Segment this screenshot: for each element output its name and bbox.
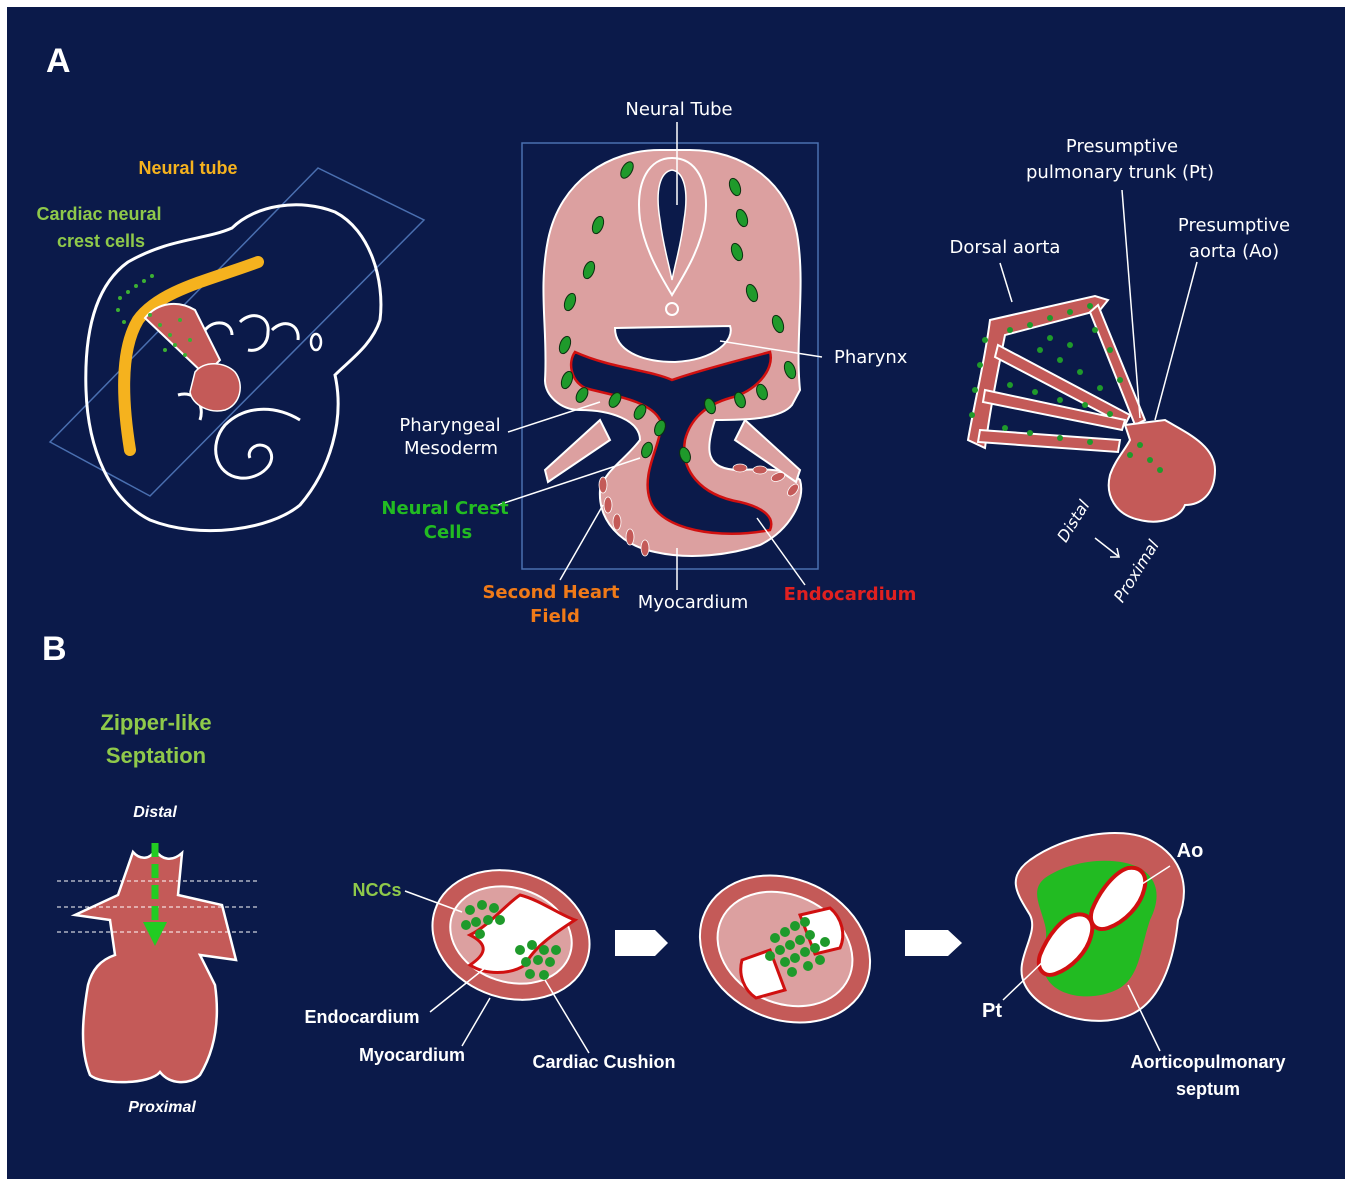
zipper-distal-label: Distal: [133, 804, 177, 821]
cs3-ap-label-1: Aorticopulmonary: [1130, 1052, 1285, 1072]
section-endocardium-label: Endocardium: [784, 584, 917, 605]
embryo-diagram: Neural tube Cardiac neural crest cells: [36, 158, 424, 531]
progression-arrow-1: [615, 930, 668, 956]
section-ncc-label-1: Neural Crest: [381, 498, 509, 519]
embryo-tail: [216, 409, 300, 478]
embryo-neural-tube-label: Neural tube: [138, 158, 237, 178]
arch-dorsal-aorta-label: Dorsal aorta: [950, 237, 1061, 258]
arch-vessel-3: [978, 430, 1120, 452]
cross-section-3: Ao Pt Aorticopulmonary septum: [982, 833, 1286, 1099]
section-ncc-label-2: Cells: [424, 522, 472, 543]
cs-cardiac-cushion-label: Cardiac Cushion: [532, 1052, 675, 1072]
cs3-ao-label: Ao: [1177, 840, 1204, 862]
cs-myocardium-label: Myocardium: [359, 1045, 465, 1065]
arch-distal-label: Distal: [1053, 496, 1094, 545]
arch-proximal-label: Proximal: [1110, 536, 1163, 606]
section-shf-label-1: Second Heart: [482, 582, 619, 603]
embryo-cncc-label-2: crest cells: [57, 231, 145, 251]
section-myocardium-label: Myocardium: [638, 592, 749, 613]
zipper-diagram: Zipper-like Septation Distal Proximal: [57, 710, 259, 1116]
outflow-tract-shape: [75, 850, 236, 1082]
arch-ao-label-1: Presumptive: [1178, 215, 1290, 236]
section-left-flap: [545, 420, 610, 482]
panel-a-letter: A: [46, 42, 71, 80]
distal-proximal-arrow: [1095, 538, 1118, 556]
arch-ao-label-2: aorta (Ao): [1189, 241, 1279, 262]
panel-b-letter: B: [42, 630, 67, 668]
section-diagram: Neural Tube Pharynx Pharyngeal Mesoderm …: [381, 99, 916, 627]
notochord: [666, 303, 678, 315]
zipper-title-1: Zipper-like: [100, 710, 211, 735]
zipper-proximal-label: Proximal: [128, 1099, 196, 1116]
otic-vesicle: [311, 334, 321, 350]
cs3-ap-label-2: septum: [1176, 1079, 1240, 1099]
nccs-label: NCCs: [352, 880, 401, 900]
zipper-title-2: Septation: [106, 743, 206, 768]
arch-pt-label-2: pulmonary trunk (Pt): [1026, 162, 1214, 183]
section-shf-label-2: Field: [530, 606, 580, 627]
progression-arrow-2: [905, 930, 962, 956]
arch-arteries-diagram: Presumptive pulmonary trunk (Pt) Dorsal …: [950, 136, 1291, 606]
figure-canvas: A Neural tube Cardiac neural crest cells: [7, 7, 1345, 1179]
cs3-pt-label: Pt: [982, 1000, 1002, 1022]
section-pharyngeal-label-2: Mesoderm: [404, 438, 498, 459]
cs-endocardium-label: Endocardium: [304, 1007, 419, 1027]
cross-section-1: NCCs Endocardium Myocardium Cardiac Cush…: [304, 850, 675, 1072]
embryo-cncc-label-1: Cardiac neural: [36, 204, 161, 224]
section-pharynx-label: Pharynx: [834, 347, 908, 368]
section-pharyngeal-label-1: Pharyngeal: [399, 415, 500, 436]
embryo-heart: [190, 364, 240, 411]
cross-section-2: [676, 848, 895, 1049]
arch-pt-label-1: Presumptive: [1066, 136, 1178, 157]
figure-svg: A Neural tube Cardiac neural crest cells: [7, 7, 1345, 1179]
section-neural-tube-label: Neural Tube: [625, 99, 732, 120]
